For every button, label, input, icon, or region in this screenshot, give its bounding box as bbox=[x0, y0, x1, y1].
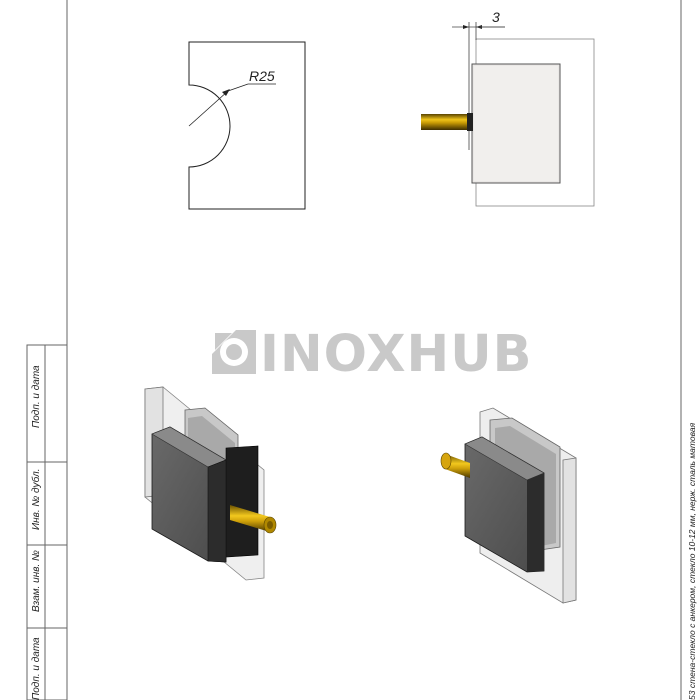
rod-side bbox=[421, 114, 472, 130]
glass-cutout-view: R25 bbox=[188, 41, 306, 210]
side-cell-replace-inv: Взам. инв. № bbox=[31, 550, 42, 612]
thickness-label: 3 bbox=[492, 9, 500, 25]
watermark-text: INOXHUB bbox=[260, 325, 532, 384]
side-cell-dup-inv: Инв. № дубл. bbox=[30, 469, 42, 531]
product-description-note: 53 стена-стекло с анкером, стекло 10-12 … bbox=[687, 422, 697, 700]
iso-view-right bbox=[440, 407, 577, 604]
iso-view-left bbox=[144, 386, 277, 581]
radius-label: R25 bbox=[249, 68, 275, 84]
inoxhub-logo-icon bbox=[212, 330, 256, 374]
side-stamp-table: Подп. и дата Инв. № дубл. Взам. инв. № П… bbox=[26, 344, 68, 700]
inoxhub-watermark: INOXHUB bbox=[212, 325, 532, 384]
side-cell-sign-date-1: Подп. и дата bbox=[31, 365, 42, 428]
side-cell-sign-date-2: Подп. и дата bbox=[31, 637, 42, 700]
rod-iso-left bbox=[230, 505, 270, 532]
side-view: 3 bbox=[421, 9, 595, 207]
